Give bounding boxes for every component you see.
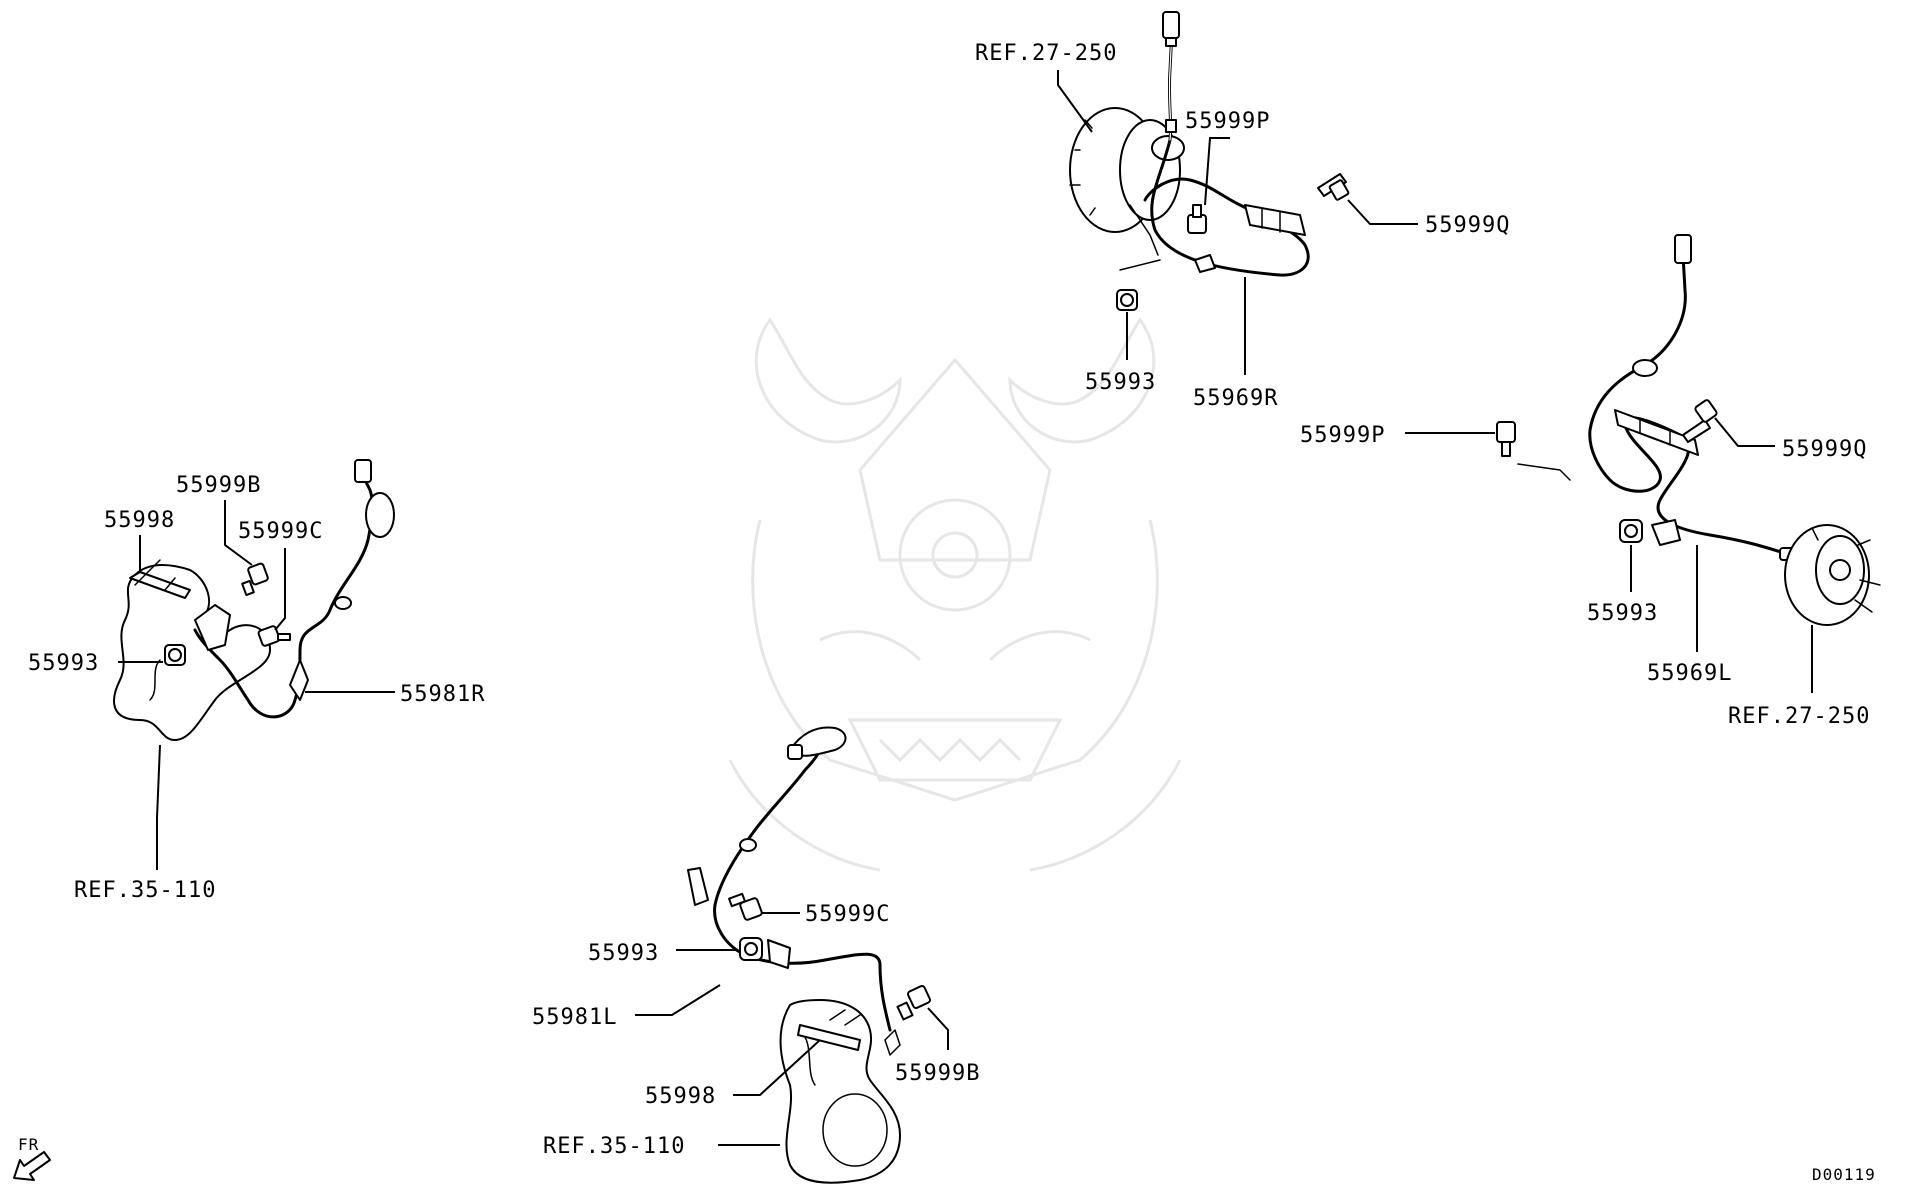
label-55999p-right: 55999P — [1300, 423, 1385, 448]
front-direction-marker: FR — [13, 1135, 51, 1181]
label-55981l: 55981L — [532, 1005, 617, 1030]
label-55969l: 55969L — [1647, 661, 1732, 686]
label-55993-left: 55993 — [28, 651, 99, 676]
top-hub-assembly — [1069, 11, 1350, 311]
label-55999p-top: 55999P — [1185, 109, 1270, 134]
label-55999c-left: 55999C — [238, 519, 323, 544]
label-55999c-bottom: 55999C — [805, 902, 890, 927]
label-55969r: 55969R — [1193, 386, 1278, 411]
label-ref-27-250-right: REF.27-250 — [1728, 704, 1870, 729]
bottom-knuckle-assembly — [687, 726, 931, 1184]
label-fr: FR — [18, 1135, 39, 1154]
label-55999q-top: 55999Q — [1425, 213, 1510, 238]
watermark-emblem — [728, 317, 1182, 872]
leader-55999p-top — [1204, 137, 1230, 206]
label-55981r: 55981R — [400, 682, 485, 707]
label-55999q-right: 55999Q — [1782, 437, 1867, 462]
leader-55999q-top — [1347, 199, 1418, 225]
right-hub-assembly — [1496, 234, 1881, 626]
label-55999b-bottom: 55999B — [895, 1061, 980, 1086]
label-55993-bottom: 55993 — [588, 941, 659, 966]
left-knuckle-assembly — [113, 459, 395, 741]
label-55993-top: 55993 — [1085, 370, 1156, 395]
label-55998-bottom: 55998 — [645, 1084, 716, 1109]
leader-55999b-bottom — [927, 1007, 949, 1050]
leader-55981l — [635, 984, 721, 1016]
leader-55999b-left — [224, 500, 253, 566]
label-55999b-left: 55999B — [176, 473, 261, 498]
label-ref-27-250-top: REF.27-250 — [975, 41, 1117, 66]
label-ref-35-110-bottom: REF.35-110 — [543, 1134, 685, 1159]
leader-ref-35-110-left — [156, 744, 161, 870]
leader-55999q-right — [1714, 417, 1775, 447]
diagram-code: D00119 — [1812, 1165, 1876, 1184]
label-55998-left: 55998 — [104, 508, 175, 533]
leader-ref-27-250-top — [1057, 70, 1093, 133]
leader-55998-bottom — [733, 1039, 821, 1096]
arrow-down-left-icon — [13, 1151, 51, 1181]
label-ref-35-110-left: REF.35-110 — [74, 878, 216, 903]
label-55993-right: 55993 — [1587, 601, 1658, 626]
leader-55999c-left — [274, 548, 286, 631]
